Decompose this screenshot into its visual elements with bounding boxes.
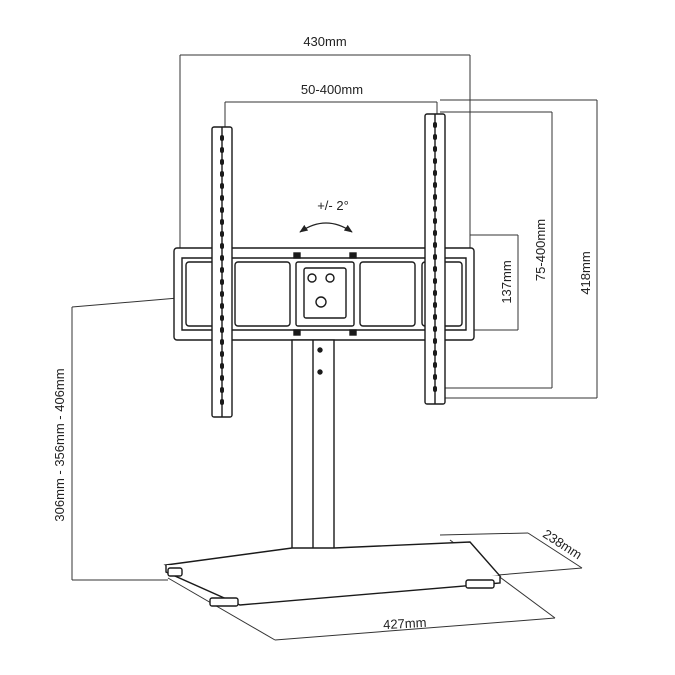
arm-hole xyxy=(220,327,224,333)
height-range-label: 306mm - 356mm - 406mm xyxy=(52,368,67,521)
arm-hole xyxy=(433,206,437,212)
arm-hole xyxy=(220,291,224,297)
arm-hole xyxy=(433,314,437,320)
arm-hole xyxy=(220,315,224,321)
arm-hole xyxy=(220,135,224,141)
overall-width-label: 430mm xyxy=(303,34,346,49)
arm-hole xyxy=(220,171,224,177)
tilt-arrow-icon xyxy=(299,222,353,233)
arm-hole xyxy=(220,339,224,345)
arm-hole xyxy=(433,218,437,224)
arm-hole xyxy=(220,255,224,261)
arm-hole xyxy=(220,363,224,369)
arm-hole xyxy=(220,267,224,273)
arm-hole xyxy=(220,399,224,405)
arm-hole xyxy=(433,374,437,380)
arm-hole xyxy=(433,362,437,368)
stand-base xyxy=(163,541,502,607)
arm-hole xyxy=(433,338,437,344)
arm-hole xyxy=(220,147,224,153)
arm-hole xyxy=(433,122,437,128)
vesa-width-label: 50-400mm xyxy=(301,82,363,97)
arm-hole xyxy=(220,303,224,309)
arm-hole xyxy=(433,302,437,308)
arm-hole xyxy=(433,158,437,164)
arm-hole xyxy=(433,242,437,248)
arm-hole xyxy=(433,182,437,188)
base-depth-label: 238mm xyxy=(540,526,585,562)
base-width-label: 427mm xyxy=(383,615,427,632)
arm-hole xyxy=(433,146,437,152)
arm-hole xyxy=(220,279,224,285)
arm-height-label: 418mm xyxy=(578,251,593,294)
bracket-height-label: 137mm xyxy=(499,260,514,303)
arm-hole xyxy=(220,219,224,225)
arm-hole xyxy=(220,387,224,393)
arm-hole xyxy=(433,266,437,272)
arm-hole xyxy=(220,375,224,381)
arm-hole xyxy=(220,231,224,237)
arm-hole xyxy=(220,351,224,357)
arm-hole xyxy=(433,290,437,296)
arm-hole xyxy=(433,386,437,392)
arm-holes xyxy=(220,122,437,405)
arm-hole xyxy=(433,278,437,284)
arm-hole xyxy=(433,254,437,260)
arm-hole xyxy=(220,195,224,201)
base-depth-line xyxy=(527,532,583,569)
arm-hole xyxy=(433,134,437,140)
arm-hole xyxy=(220,207,224,213)
arm-hole xyxy=(220,183,224,189)
vesa-height-label: 75-400mm xyxy=(533,219,548,281)
dimension-lines xyxy=(71,54,598,641)
tilt-label: +/- 2° xyxy=(317,198,349,213)
base-width-line xyxy=(274,617,556,641)
arm-hole xyxy=(433,194,437,200)
arm-hole xyxy=(220,243,224,249)
support-pole xyxy=(291,339,335,561)
arm-hole xyxy=(220,159,224,165)
arm-hole xyxy=(433,170,437,176)
arm-hole xyxy=(433,350,437,356)
arm-hole xyxy=(433,326,437,332)
arm-hole xyxy=(433,230,437,236)
